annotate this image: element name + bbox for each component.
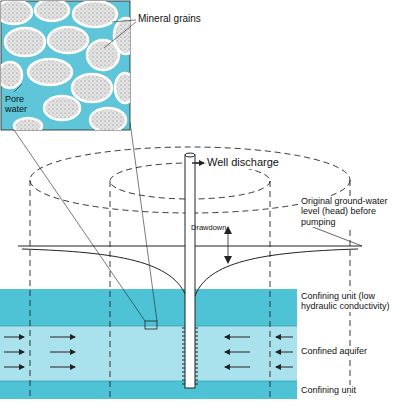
well-screen-slot (182, 372, 185, 373)
well-screen-slot (182, 384, 185, 385)
well-screen-slot (182, 328, 185, 329)
well-screen-slot (195, 352, 198, 353)
part-label: Pore water (4, 94, 40, 115)
well-screen-slot (182, 344, 185, 345)
well-screen-slot (182, 364, 185, 365)
layer-label: Confining unit (low hydraulic conductivi… (300, 291, 399, 312)
well-screen-slot (182, 348, 185, 349)
leader-line (14, 130, 145, 321)
well-screen-slot (195, 340, 198, 341)
layer-label: Confined aquifer (300, 346, 399, 356)
dimension-label: Drawdown (190, 224, 228, 233)
well-screen-slot (195, 384, 198, 385)
leader-line (130, 122, 157, 321)
well-screen-slot (195, 344, 198, 345)
well-screen-slot (195, 372, 198, 373)
well-screen-slot (195, 364, 198, 365)
well-screen-slot (182, 340, 185, 341)
well-screen-slot (182, 332, 185, 333)
pore-inset (0, 0, 138, 134)
well (182, 153, 204, 388)
well-screen-slot (195, 332, 198, 333)
well-screen-slot (195, 360, 198, 361)
well-screen-slot (182, 352, 185, 353)
part-label: Well discharge (206, 156, 298, 169)
layer-label: Confining unit (300, 385, 399, 395)
well-screen-slot (182, 376, 185, 377)
well-screen-slot (195, 348, 198, 349)
well-screen-slot (195, 336, 198, 337)
well-screen-slot (182, 336, 185, 337)
well-screen-slot (182, 356, 185, 357)
well-screen-slot (195, 380, 198, 381)
well-screen-slot (182, 368, 185, 369)
strata (0, 289, 297, 399)
part-label: Original ground-water level (head) befor… (300, 196, 399, 227)
well-screen-slot (182, 360, 185, 361)
sample-box (145, 321, 157, 329)
well-screen-slot (195, 328, 198, 329)
well-screen-slot (195, 368, 198, 369)
well-screen-slot (195, 356, 198, 357)
part-label: Mineral grains (137, 13, 203, 25)
cone-of-depression-outline (30, 147, 350, 398)
well-screen-slot (195, 376, 198, 377)
flow-arrows (4, 337, 293, 367)
well-screen-slot (182, 380, 185, 381)
